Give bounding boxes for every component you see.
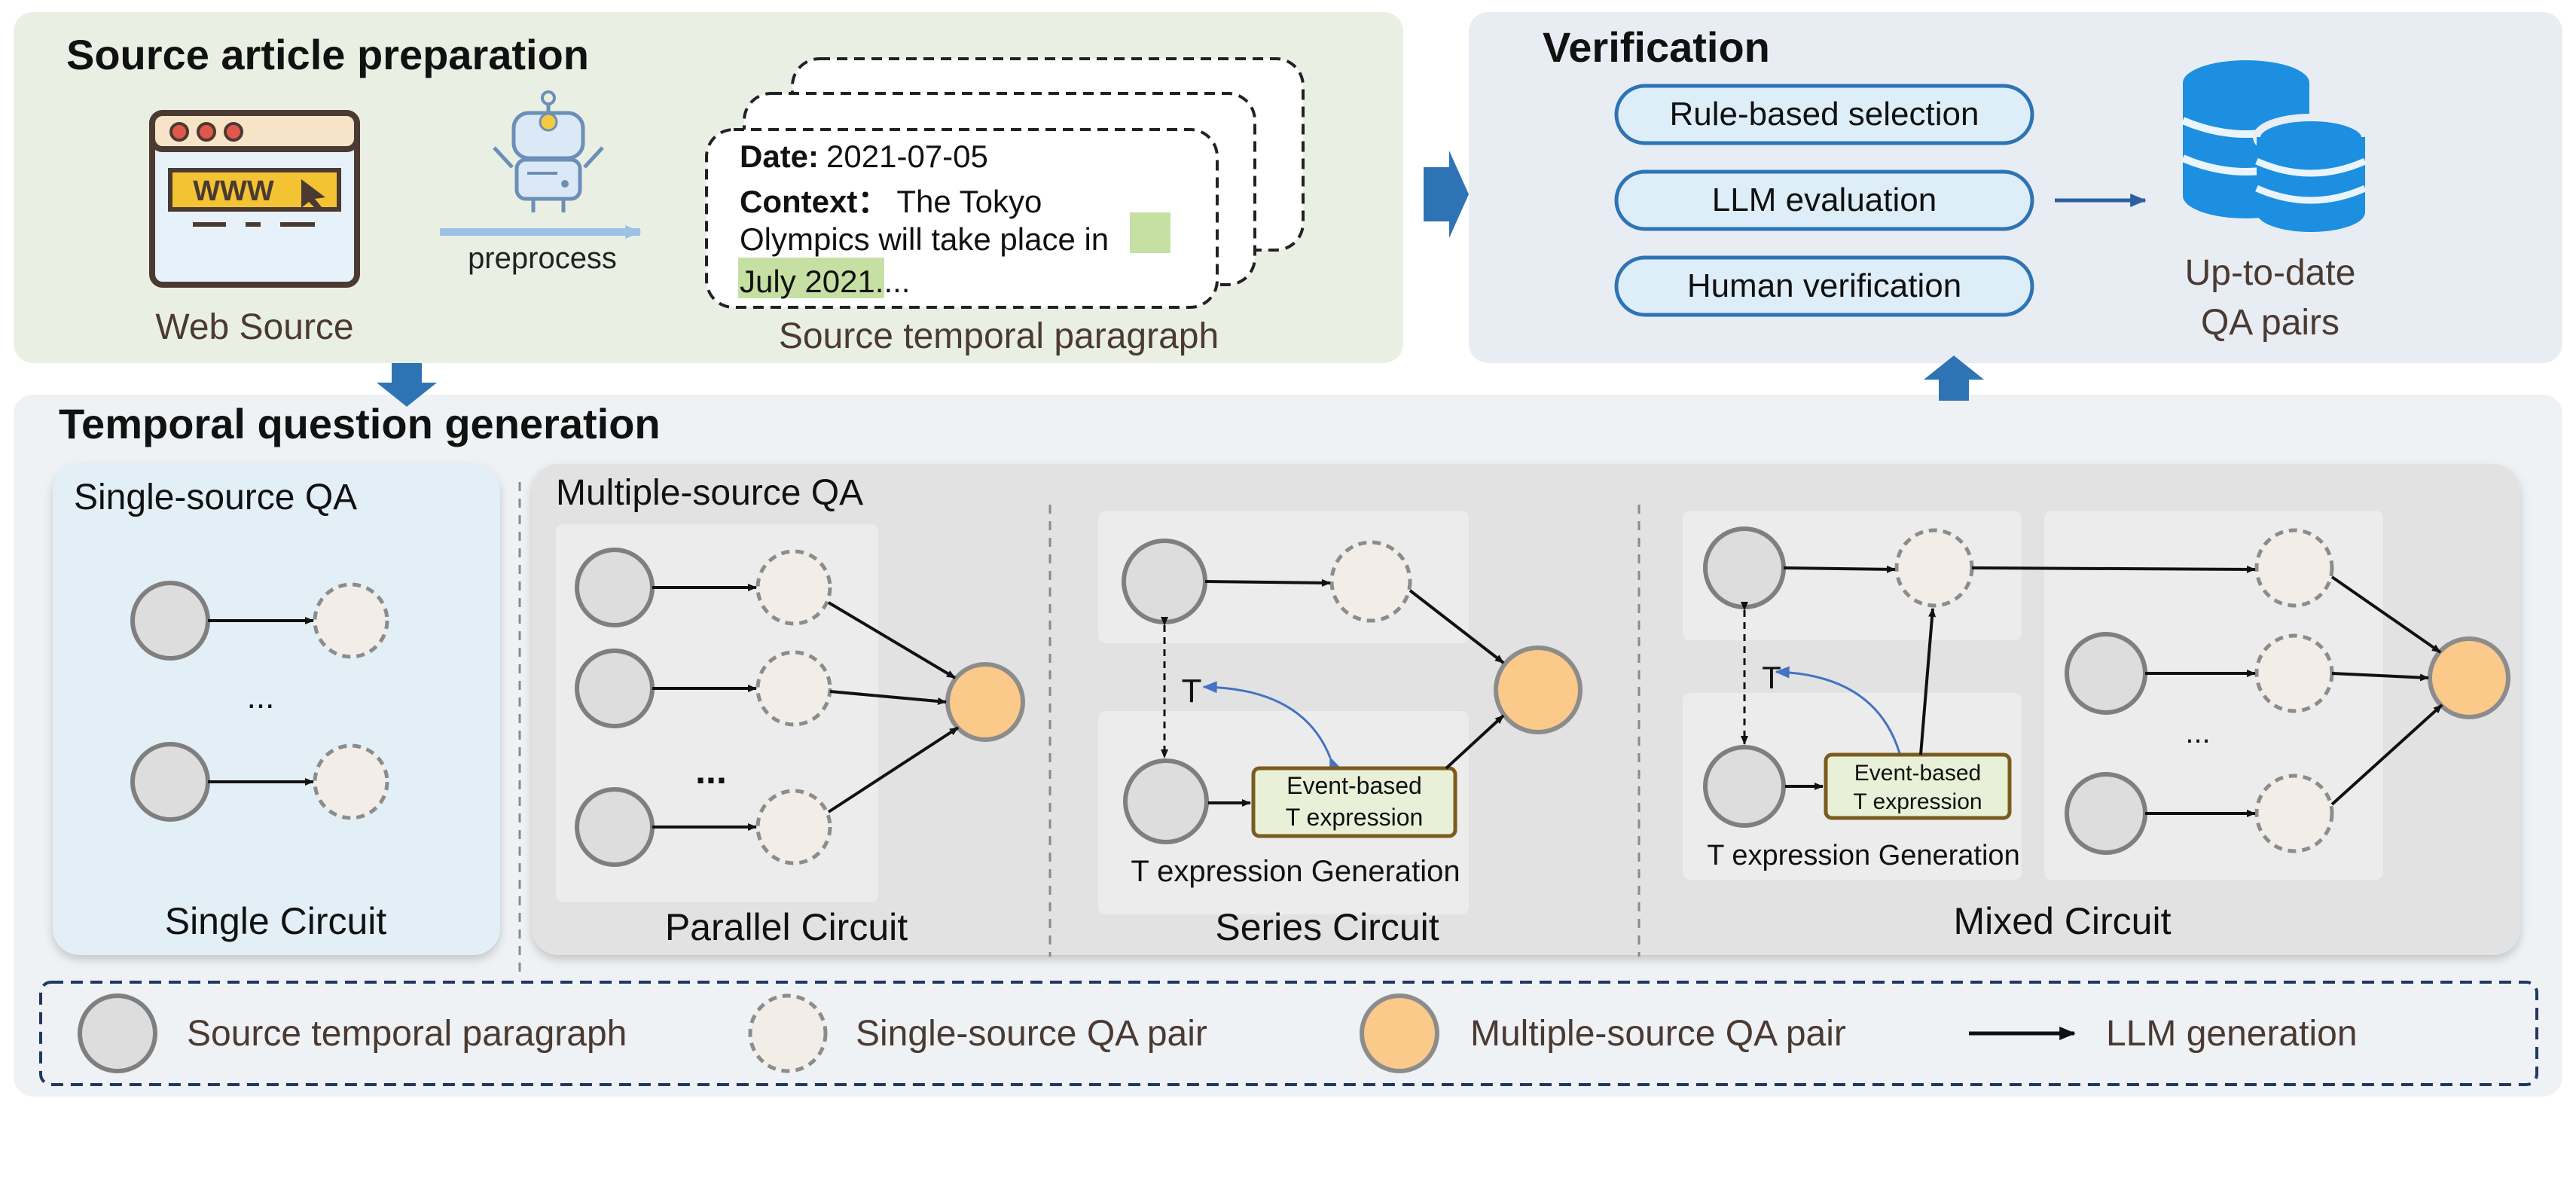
legend-source-node (78, 993, 157, 1073)
single-source-title: Single-source QA (74, 478, 357, 517)
node-single (313, 582, 389, 659)
llm-arrow (1971, 565, 2256, 573)
node-single (2254, 633, 2334, 713)
t-gen-label: T expression Generation (1131, 855, 1460, 888)
preprocess-label: preprocess (468, 242, 617, 275)
paper-context-line3: July 2021.... (740, 264, 910, 299)
node-source (130, 742, 210, 822)
parallel-circuit: ... (575, 548, 1025, 867)
parallel-caption: Parallel Circuit (665, 906, 908, 948)
parallel-ellipsis: ... (695, 749, 727, 792)
arrow-up-icon (1924, 356, 1984, 401)
highlight-july (738, 258, 884, 298)
generation-title: Temporal question generation (59, 400, 661, 447)
browser-www-text: WWW (193, 175, 274, 207)
node-source (1703, 745, 1786, 828)
legend-single-label: Single-source QA pair (856, 1014, 1207, 1054)
node-source (130, 581, 210, 661)
event-box-line1: Event-based (1286, 772, 1422, 799)
node-single (1894, 528, 1974, 608)
llm-arrow (1919, 608, 1937, 755)
highlight-in (1130, 212, 1170, 253)
svg-text:Human verification: Human verification (1687, 267, 1961, 304)
node-source (1122, 539, 1207, 624)
single-source-panel (53, 464, 500, 955)
robot-icon (493, 90, 604, 212)
llm-arrow (827, 726, 960, 813)
llm-arrow (2330, 575, 2442, 654)
paper-date: Date:2021-07-05 (740, 139, 988, 174)
node-multiple (1494, 645, 1583, 734)
t-symbol: T (1762, 660, 1781, 695)
legend-llm-label: LLM generation (2106, 1014, 2358, 1054)
legend-source-label: Source temporal paragraph (187, 1014, 627, 1054)
t-expression-link (1202, 681, 1341, 773)
mixed-caption: Mixed Circuit (1954, 900, 2172, 942)
node-multiple (2428, 636, 2510, 719)
legend-multiple-node (1360, 993, 1439, 1073)
t-gen-label: T expression Generation (1707, 840, 2019, 871)
node-source (575, 787, 655, 867)
event-box-line1: Event-based (1854, 761, 1981, 786)
output-label-line1: Up-to-date (2185, 253, 2356, 293)
single-ellipsis: ... (247, 679, 275, 716)
llm-arrow (1409, 589, 1505, 664)
web-source-label: Web Source (155, 307, 353, 347)
mixed-ellipsis: ... (2185, 716, 2210, 749)
legend-single-node (748, 993, 828, 1073)
t-symbol: T (1182, 673, 1202, 710)
legend-box (39, 981, 2538, 1086)
node-single (2254, 528, 2334, 608)
llm-arrow (2331, 672, 2429, 682)
paper-context-line2: Olympics will take place in (740, 221, 1109, 257)
llm-arrow (1204, 578, 1331, 587)
llm-arrow (1783, 565, 1896, 573)
series-circuit: T Event-based T expression T expression … (1122, 539, 1583, 888)
svg-text:LLM evaluation: LLM evaluation (1712, 182, 1937, 218)
llm-arrow (2330, 703, 2443, 806)
event-box-line2: T expression (1853, 789, 1982, 814)
node-single (2254, 774, 2334, 853)
paper-context-line1: Context：The Tokyo (740, 184, 1042, 219)
node-source (2065, 772, 2147, 855)
node-single (755, 650, 832, 727)
verification-title: Verification (1543, 23, 1770, 71)
arrow-right-icon (1424, 151, 1469, 238)
paper-label: Source temporal paragraph (779, 316, 1219, 356)
node-single (1329, 540, 1412, 623)
node-multiple (945, 662, 1025, 742)
legend-multiple-label: Multiple-source QA pair (1470, 1014, 1846, 1054)
svg-text:Rule-based selection: Rule-based selection (1670, 96, 1979, 133)
node-source (575, 548, 655, 627)
llm-arrow (1445, 714, 1505, 770)
arrow-down-icon (377, 363, 437, 407)
t-expression-link (1775, 666, 1909, 768)
multiple-source-title: Multiple-source QA (556, 473, 863, 513)
event-box (1824, 752, 2012, 820)
verification-llm-button: LLM evaluation (1614, 169, 2034, 231)
event-box-line2: T expression (1286, 804, 1424, 831)
single-caption: Single Circuit (165, 900, 387, 942)
event-box (1251, 766, 1457, 838)
verification-human-button: Human verification (1614, 255, 2034, 317)
node-single (313, 743, 389, 820)
llm-arrow (827, 601, 957, 679)
node-source (1703, 526, 1786, 609)
browser-icon: WWW (149, 110, 360, 288)
output-label-line2: QA pairs (2201, 303, 2339, 343)
mixed-circuit: T Event-based T expression T expression … (1703, 526, 2510, 871)
node-source (575, 649, 655, 728)
node-single (755, 549, 832, 626)
llm-arrow (829, 690, 947, 705)
node-source (1123, 758, 1209, 844)
single-circuit: ... (130, 581, 389, 822)
source-prep-title: Source article preparation (66, 31, 589, 78)
node-single (755, 789, 832, 865)
series-caption: Series Circuit (1215, 906, 1439, 948)
verification-rule-button: Rule-based selection (1614, 84, 2034, 145)
database-icon (2181, 60, 2369, 232)
node-source (2065, 632, 2147, 715)
